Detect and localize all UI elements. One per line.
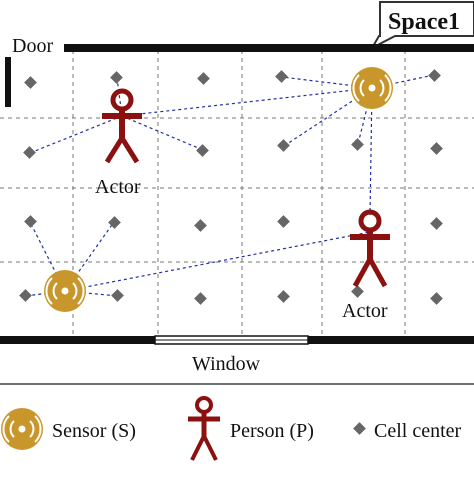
window-label: Window (192, 353, 261, 375)
cell-center-icon (19, 289, 32, 302)
cell-center-icon (277, 215, 290, 228)
top-wall (64, 44, 474, 52)
cell-center-icon (196, 144, 209, 157)
person-icon (188, 396, 220, 461)
legend-cell-center-label: Cell center (374, 420, 462, 442)
actor-label: Actor (95, 176, 141, 198)
person-icon (102, 88, 142, 164)
cell-center-icon (277, 290, 290, 303)
bottom-wall-right (308, 336, 474, 344)
space-label-text: Space1 (388, 9, 460, 35)
cell-center-icon (430, 217, 443, 230)
sensor-icon (44, 270, 86, 312)
cell-center-icon (108, 216, 121, 229)
window-frame (154, 335, 309, 345)
cell-center-icon (351, 285, 364, 298)
cell-center-icon (24, 76, 37, 89)
legend: Sensor (S) Person (P) Cell center (0, 383, 474, 461)
cell-center-icon (275, 70, 288, 83)
actor-label: Actor (342, 300, 388, 322)
cell-center-icon (110, 71, 123, 84)
space-label: Space1 (369, 1, 474, 51)
cell-center-icon (277, 139, 290, 152)
cell-centers (19, 69, 443, 305)
door-label: Door (12, 35, 53, 57)
cell-center-icon (353, 422, 366, 435)
cell-center-icon (430, 142, 443, 155)
cell-center-icon (194, 292, 207, 305)
cell-center-icon (428, 69, 441, 82)
cell-center-icon (197, 72, 210, 85)
legend-sensor-label: Sensor (S) (52, 420, 136, 442)
cell-center-icon (351, 138, 364, 151)
legend-person-label: Person (P) (230, 420, 314, 442)
person-icon (350, 209, 390, 288)
bottom-wall-left (0, 336, 155, 344)
cell-grid (0, 50, 474, 340)
sensor-icon (1, 408, 43, 450)
cell-center-icon (430, 292, 443, 305)
cell-center-icon (24, 215, 37, 228)
cell-center-icon (111, 289, 124, 302)
door-panel (5, 57, 11, 107)
sensor-icon (351, 67, 393, 109)
walls (0, 44, 474, 345)
cell-center-icon (23, 146, 36, 159)
cell-center-icon (194, 219, 207, 232)
